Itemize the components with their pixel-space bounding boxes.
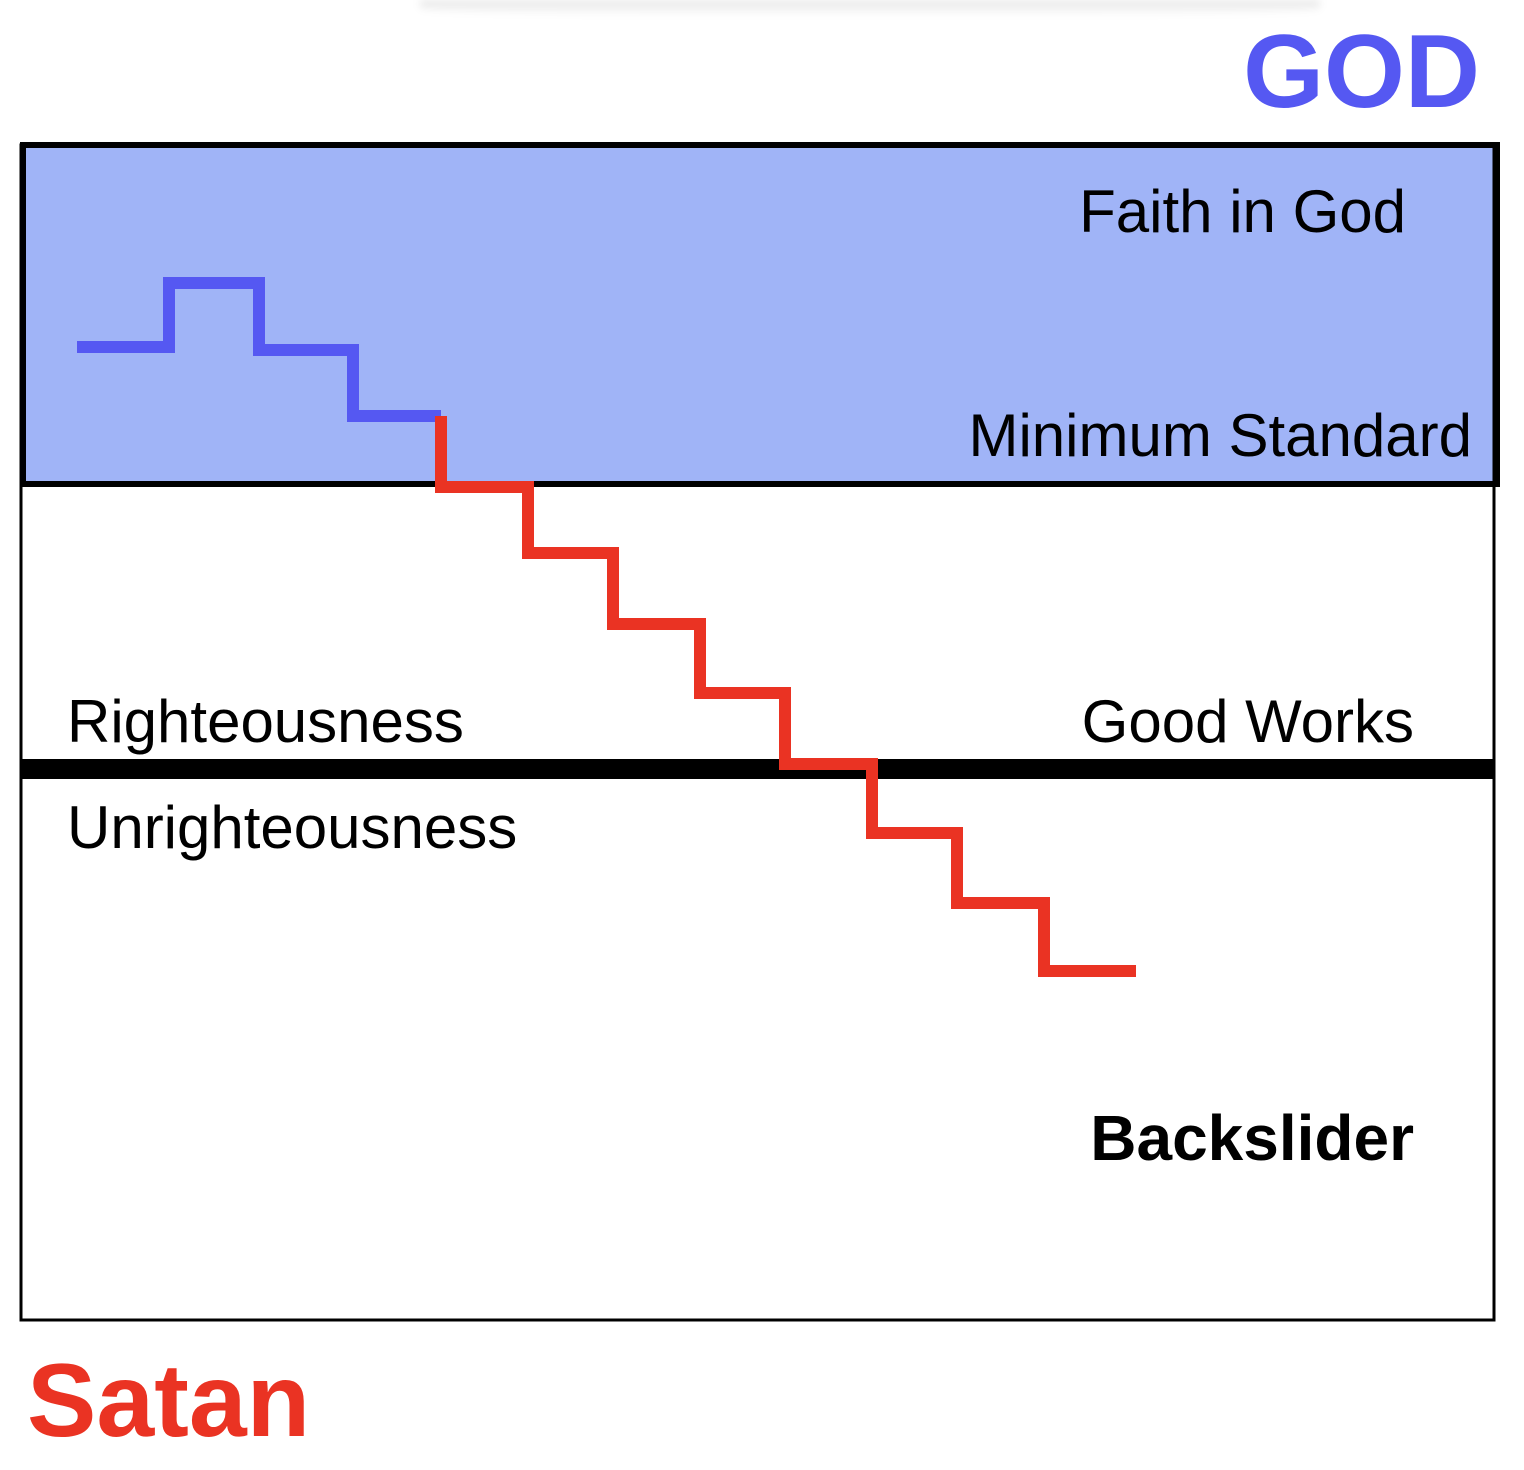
backslider-label: Backslider [1090, 1102, 1414, 1174]
satan-label: Satan [27, 1343, 310, 1459]
unrighteousness-label: Unrighteousness [67, 794, 517, 861]
good-works-label: Good Works [1082, 688, 1414, 755]
god-label: GOD [1243, 14, 1480, 130]
faith-zone [20, 142, 1500, 487]
minimum-standard-label: Minimum Standard [968, 402, 1472, 469]
faith-in-god-label: Faith in God [1079, 178, 1406, 245]
stair-path-lower [435, 416, 1136, 977]
stair-path-upper [77, 277, 441, 422]
top-edge-shadow [420, 0, 1320, 16]
diagram-frame [19, 143, 1496, 1322]
righteousness-label: Righteousness [67, 688, 464, 755]
